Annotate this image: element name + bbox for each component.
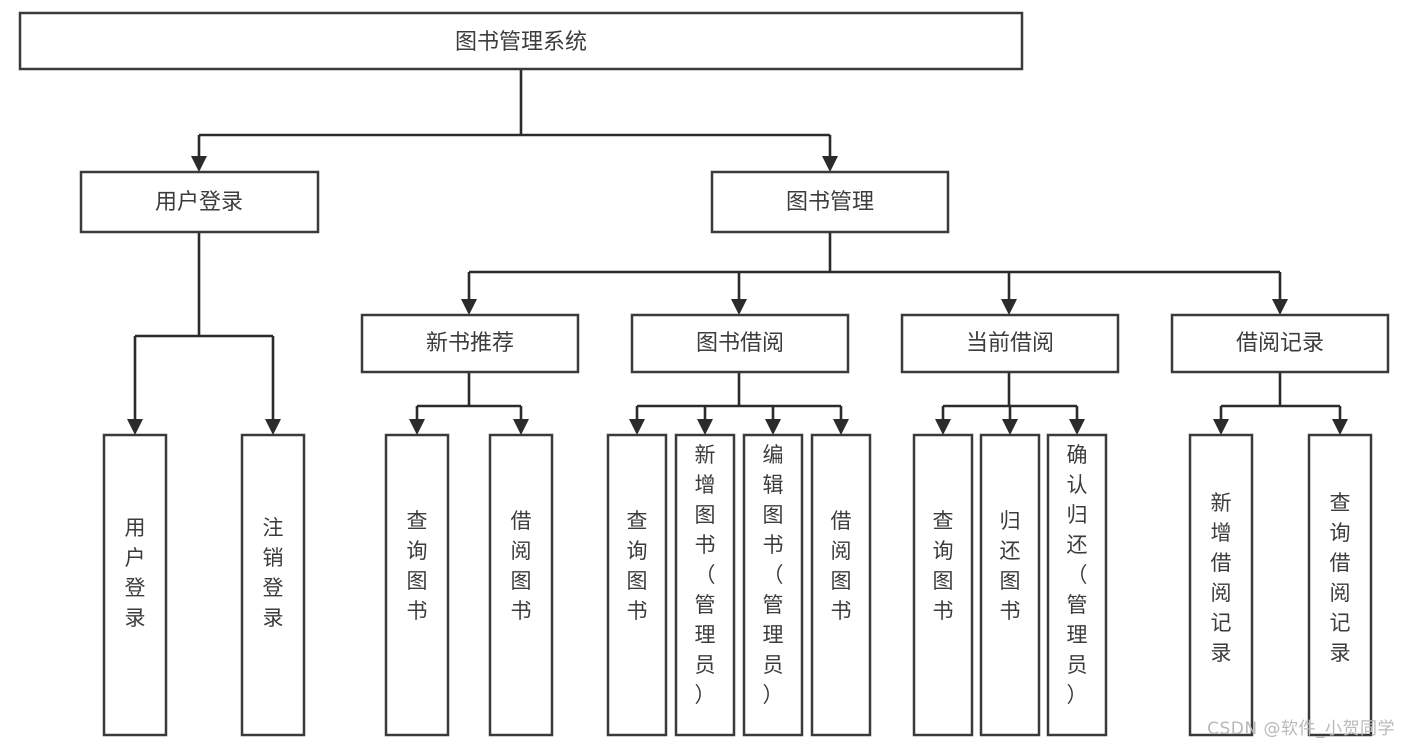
node-user-login-box[interactable] — [79, 170, 320, 234]
leaf-cb-confirm-return-label: 确认归还（管理员） — [1067, 443, 1088, 707]
arrowhead-new-book — [461, 299, 477, 315]
leaf-br-add-record[interactable]: 新增借阅记录 — [1188, 433, 1254, 737]
leaf-br-add-record-box[interactable] — [1188, 433, 1254, 737]
leaf-logout-box[interactable] — [240, 433, 306, 737]
node-new-book-recommend[interactable]: 新书推荐 — [360, 313, 580, 374]
leaf-cb-query-book[interactable]: 查询图书 — [912, 433, 974, 737]
leaf-bb-edit-book[interactable]: 编辑图书（管理员） — [742, 433, 804, 737]
csdn-watermark: CSDN @软件_小贺同学 — [1207, 719, 1395, 739]
leaf-bb-edit-book-box[interactable] — [742, 433, 804, 737]
arrowhead-nb-query — [409, 419, 425, 435]
node-borrow-records-box[interactable] — [1170, 313, 1390, 374]
leaf-bb-borrow-book[interactable]: 借阅图书 — [810, 433, 872, 737]
node-root-box[interactable] — [18, 11, 1024, 71]
leaf-cb-confirm-return[interactable]: 确认归还（管理员） — [1046, 433, 1108, 737]
leaf-cb-query-book-box[interactable] — [912, 433, 974, 737]
node-current-borrow-box[interactable] — [900, 313, 1120, 374]
leaf-nb-borrow-book[interactable]: 借阅图书 — [488, 433, 554, 737]
leaf-user-login[interactable]: 用户登录 — [102, 433, 168, 737]
node-new-book-recommend-box[interactable] — [360, 313, 580, 374]
node-root[interactable]: 图书管理系统 — [18, 11, 1024, 71]
arrowhead-leaf-logout — [265, 419, 281, 435]
node-borrow-records-label: 借阅记录 — [1236, 331, 1324, 356]
leaf-bb-borrow-book-box[interactable] — [810, 433, 872, 737]
leaf-logout-label: 注销登录 — [263, 516, 284, 630]
leaf-nb-query-book-label: 查询图书 — [407, 509, 428, 623]
node-book-management-box[interactable] — [710, 170, 950, 234]
arrowhead-book-borrow — [731, 299, 747, 315]
leaf-bb-query-book[interactable]: 查询图书 — [606, 433, 668, 737]
arrowhead-bb-add — [697, 419, 713, 435]
arrowhead-borrow-records — [1272, 299, 1288, 315]
arrowhead-user-login — [191, 156, 207, 172]
leaf-bb-add-book-box[interactable] — [674, 433, 736, 737]
node-current-borrow-label: 当前借阅 — [966, 331, 1054, 356]
arrowhead-cb-query — [935, 419, 951, 435]
arrowhead-cb-return — [1002, 419, 1018, 435]
leaf-nb-query-book[interactable]: 查询图书 — [384, 433, 450, 737]
node-user-login-label: 用户登录 — [155, 190, 243, 215]
leaf-nb-borrow-book-label: 借阅图书 — [511, 509, 532, 623]
arrowhead-current-borrow — [1001, 299, 1017, 315]
node-book-borrow-label: 图书借阅 — [696, 331, 784, 356]
leaf-cb-return-book-label: 归还图书 — [1000, 509, 1021, 623]
leaf-bb-add-book[interactable]: 新增图书（管理员） — [674, 433, 736, 737]
arrowhead-br-add — [1213, 419, 1229, 435]
node-borrow-records[interactable]: 借阅记录 — [1170, 313, 1390, 374]
node-book-borrow-box[interactable] — [630, 313, 850, 374]
leaf-cb-query-book-label: 查询图书 — [933, 509, 954, 623]
leaf-br-query-record-box[interactable] — [1307, 433, 1373, 737]
leaf-logout[interactable]: 注销登录 — [240, 433, 306, 737]
edges-layer — [127, 69, 1348, 435]
leaf-nb-query-book-box[interactable] — [384, 433, 450, 737]
node-current-borrow[interactable]: 当前借阅 — [900, 313, 1120, 374]
leaf-bb-borrow-book-label: 借阅图书 — [831, 509, 852, 623]
leaf-bb-edit-book-label: 编辑图书（管理员） — [763, 443, 784, 707]
arrowhead-nb-borrow — [513, 419, 529, 435]
node-book-borrow[interactable]: 图书借阅 — [630, 313, 850, 374]
arrowhead-leaf-user-login — [127, 419, 143, 435]
leaf-cb-confirm-return-box[interactable] — [1046, 433, 1108, 737]
leaf-bb-query-book-box[interactable] — [606, 433, 668, 737]
leaf-bb-add-book-label: 新增图书（管理员） — [695, 443, 716, 707]
arrowhead-br-query — [1332, 419, 1348, 435]
leaf-nb-borrow-book-box[interactable] — [488, 433, 554, 737]
node-book-management[interactable]: 图书管理 — [710, 170, 950, 234]
arrowhead-book-mgmt — [822, 156, 838, 172]
leaf-cb-return-book[interactable]: 归还图书 — [979, 433, 1041, 737]
node-new-book-recommend-label: 新书推荐 — [426, 331, 514, 356]
arrowhead-cb-confirm — [1069, 419, 1085, 435]
arrowhead-bb-edit — [765, 419, 781, 435]
leaf-user-login-box[interactable] — [102, 433, 168, 737]
leaf-bb-query-book-label: 查询图书 — [627, 509, 648, 623]
leaf-cb-return-book-box[interactable] — [979, 433, 1041, 737]
node-root-label: 图书管理系统 — [455, 30, 587, 55]
leaf-br-add-record-label: 新增借阅记录 — [1211, 491, 1232, 665]
node-user-login[interactable]: 用户登录 — [79, 170, 320, 234]
node-book-management-label: 图书管理 — [786, 190, 874, 215]
arrowhead-bb-borrow — [833, 419, 849, 435]
leaf-user-login-label: 用户登录 — [125, 516, 146, 630]
leaf-br-query-record[interactable]: 查询借阅记录 — [1307, 433, 1373, 737]
arrowhead-bb-query — [629, 419, 645, 435]
leaf-br-query-record-label: 查询借阅记录 — [1330, 491, 1351, 665]
